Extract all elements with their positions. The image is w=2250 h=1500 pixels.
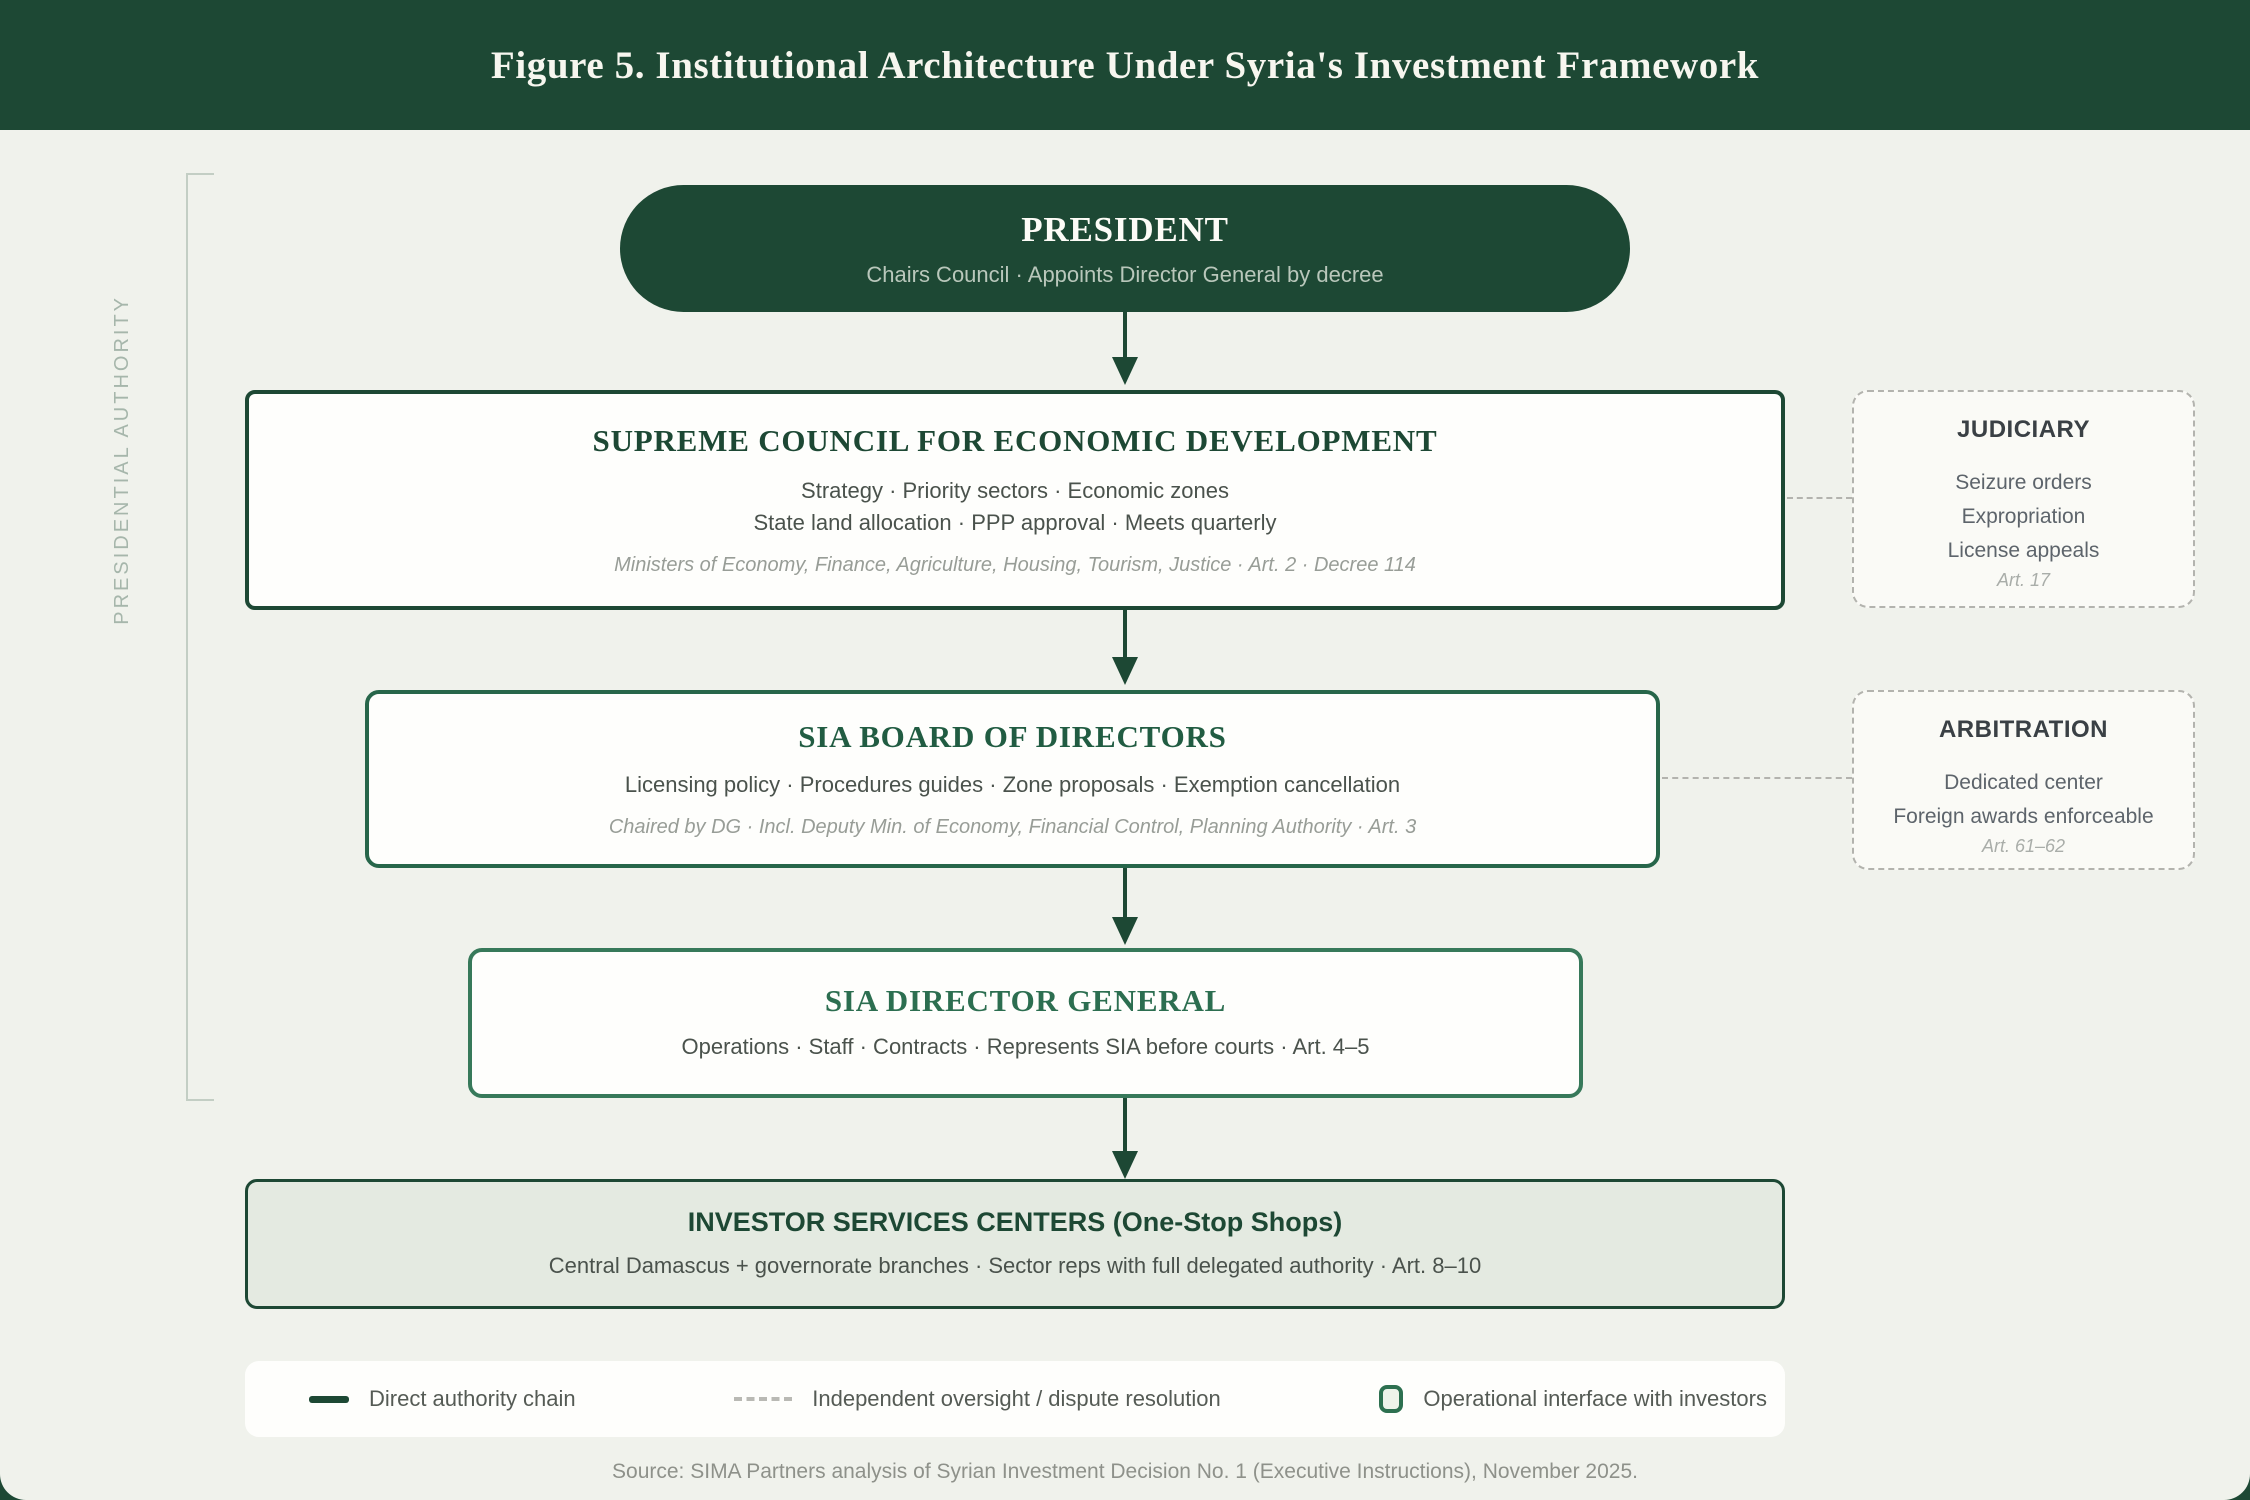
sia-board-note: Chaired by DG · Incl. Deputy Min. of Eco… [608,816,1417,839]
outline-rect-swatch-icon [1379,1385,1404,1413]
presidential-authority-label-wrap: PRESIDENTIAL AUTHORITY [92,295,152,625]
arrow-dg-to-isc [1123,1098,1127,1152]
node-president: PRESIDENT Chairs Council · Appoints Dire… [620,185,1630,312]
arrow-board-to-dg [1123,868,1127,918]
diagram-panel: PRESIDENTIAL AUTHORITY PRESIDENT Chairs … [0,130,2250,1500]
sia-dg-title: SIA DIRECTOR GENERAL [824,983,1227,1019]
arrowhead-president-to-council [1112,357,1138,385]
arbitration-item: Foreign awards enforceable [1893,805,2154,829]
judiciary-item: Expropriation [1961,505,2086,529]
node-arbitration: ARBITRATION Dedicated center Foreign awa… [1852,690,2195,870]
arrow-president-to-council [1123,312,1127,358]
sia-board-line1: Licensing policy · Procedures guides · Z… [624,771,1401,797]
legend-label: Direct authority chain [369,1386,576,1411]
solid-line-swatch-icon [309,1395,349,1403]
node-sia-director-general: SIA DIRECTOR GENERAL Operations · Staff … [468,948,1583,1098]
arrowhead-council-to-board [1112,657,1138,685]
judiciary-title: JUDICIARY [1957,416,2090,443]
isc-line1: Central Damascus + governorate branches … [548,1252,1482,1278]
supreme-council-line1: Strategy · Priority sectors · Economic z… [801,477,1229,503]
arrowhead-dg-to-isc [1112,1151,1138,1179]
arbitration-title: ARBITRATION [1938,716,2109,743]
legend-item-independent-oversight: Independent oversight / dispute resoluti… [734,1386,1221,1412]
arbitration-article: Art. 61–62 [1981,836,2066,857]
legend-label: Operational interface with investors [1423,1386,1767,1411]
presidential-authority-label: PRESIDENTIAL AUTHORITY [110,295,133,625]
supreme-council-line2: State land allocation · PPP approval · M… [753,509,1277,535]
node-investor-services-centers: INVESTOR SERVICES CENTERS (One-Stop Shop… [245,1179,1785,1309]
source-note: Source: SIMA Partners analysis of Syrian… [612,1460,1638,1483]
judiciary-item: Seizure orders [1955,471,2092,494]
arrow-council-to-board [1123,610,1127,658]
arrowhead-board-to-dg [1112,917,1138,945]
president-subtitle: Chairs Council · Appoints Director Gener… [866,261,1384,287]
node-sia-board: SIA BOARD OF DIRECTORS Licensing policy … [365,690,1660,868]
legend-bar: Direct authority chain Independent overs… [245,1361,1785,1437]
presidential-authority-bracket [186,173,214,1101]
president-title: PRESIDENT [1021,209,1229,249]
dashed-line-swatch-icon [734,1397,793,1401]
sia-dg-line1: Operations · Staff · Contracts · Represe… [681,1034,1370,1060]
node-supreme-council: SUPREME COUNCIL FOR ECONOMIC DEVELOPMENT… [245,390,1785,610]
figure-title-bar: Figure 5. Institutional Architecture Und… [0,0,2250,130]
isc-title: INVESTOR SERVICES CENTERS (One-Stop Shop… [687,1206,1343,1237]
sia-board-title: SIA BOARD OF DIRECTORS [798,718,1227,754]
connector-board-to-arbitration [1662,777,1852,779]
judiciary-article: Art. 17 [1996,570,2051,591]
node-judiciary: JUDICIARY Seizure orders Expropriation L… [1852,390,2195,608]
figure-title: Figure 5. Institutional Architecture Und… [490,43,1760,87]
supreme-council-note: Ministers of Economy, Finance, Agricultu… [614,554,1416,577]
legend-item-operational-interface: Operational interface with investors [1379,1385,1767,1413]
judiciary-item: License appeals [1947,539,2100,563]
legend-label: Independent oversight / dispute resoluti… [812,1386,1221,1411]
connector-council-to-judiciary [1787,497,1852,499]
arbitration-item: Dedicated center [1944,771,2103,794]
legend-item-direct-authority: Direct authority chain [309,1386,576,1412]
supreme-council-title: SUPREME COUNCIL FOR ECONOMIC DEVELOPMENT [592,422,1438,458]
